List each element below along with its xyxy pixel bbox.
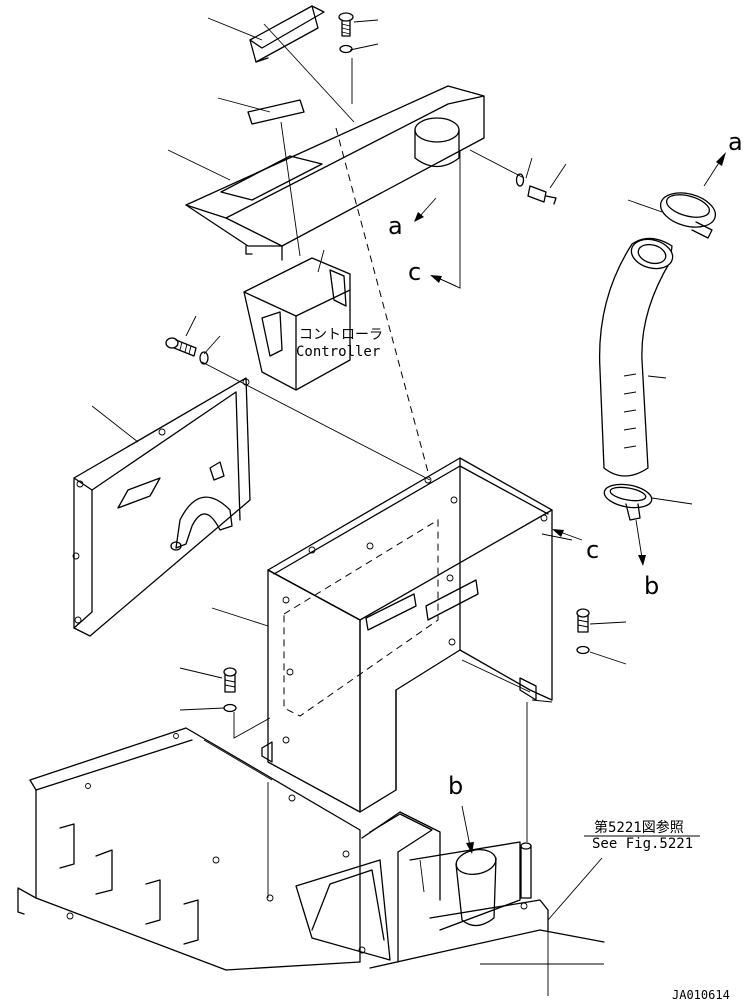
label-c-right: c <box>586 536 599 564</box>
base-frame <box>17 727 605 971</box>
reference-label-en: See Fig.5221 <box>592 836 693 852</box>
left-side-plate <box>72 377 251 637</box>
post-pin-right <box>520 842 532 899</box>
base-outlet-pipe <box>455 849 497 927</box>
washer-left <box>199 351 209 365</box>
upper-cover-panel <box>185 85 485 261</box>
label-b-bottom: b <box>448 772 463 800</box>
arrow-b-bottom <box>461 805 474 854</box>
controller-label-jp: コントローラ <box>299 327 383 343</box>
washer-right-lower <box>576 645 590 655</box>
arrow-c-left <box>430 275 457 287</box>
bolt-top <box>338 12 354 37</box>
arrow-c-right <box>552 529 583 541</box>
bolt-lower-left <box>223 667 237 693</box>
label-c-left: c <box>408 258 421 286</box>
label-b-right: b <box>644 572 659 600</box>
top-channel-part <box>249 5 325 63</box>
arrow-a-mid <box>414 197 437 222</box>
bolt-right-lower <box>576 608 590 633</box>
bolt-left <box>165 337 197 357</box>
label-a-mid: a <box>388 212 403 240</box>
drawing-id: JA010614 <box>672 988 730 1002</box>
leader-lines <box>91 17 700 996</box>
main-bracket-box <box>261 457 553 813</box>
arrow-b-right <box>635 519 646 566</box>
arrow-a-top <box>703 152 726 187</box>
hose-clamp-lower <box>603 483 653 521</box>
controller-label-en: Controller <box>296 344 380 360</box>
hose-pipe <box>598 237 674 477</box>
washer-lower-left <box>223 703 237 713</box>
hose-clamp-upper <box>659 192 717 239</box>
label-a-top: a <box>728 128 743 156</box>
controller-box <box>243 257 351 391</box>
reference-label-jp: 第5221図参照 <box>594 819 684 836</box>
bolt-right-upper <box>515 173 557 205</box>
washer-top <box>339 44 353 54</box>
